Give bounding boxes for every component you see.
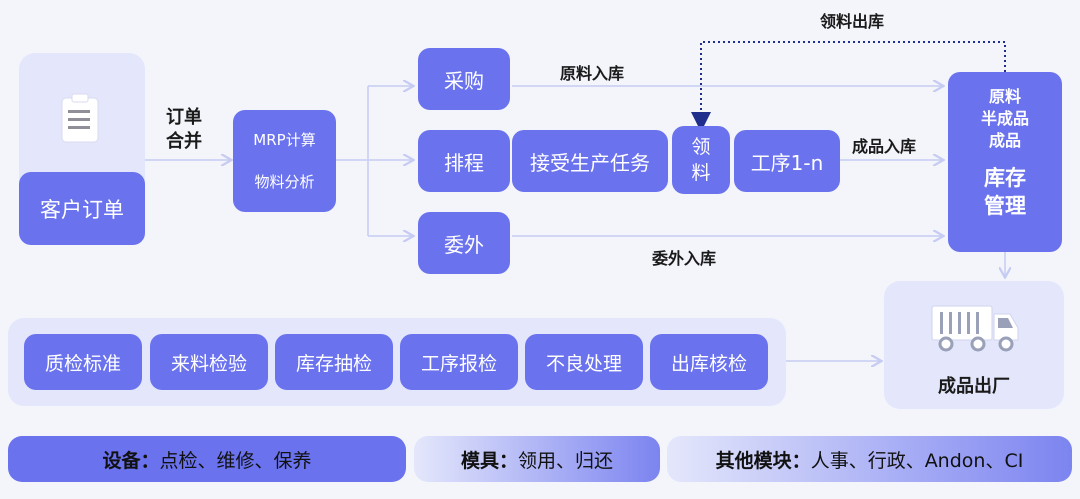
material-out-label: 领料出库: [820, 12, 885, 31]
process-box: 工序1-n: [734, 130, 840, 192]
other-modules-bar: 其他模块：人事、行政、Andon、CI: [667, 436, 1072, 482]
incoming-inspection-box: 来料检验: [150, 334, 268, 390]
mrp-box: MRP计算 物料分析: [233, 110, 336, 212]
outsource-in-label: 委外入库: [652, 249, 717, 268]
pick-material-box: 领 料: [672, 126, 730, 194]
inventory-box: 原料 半成品 成品 库存 管理: [948, 72, 1062, 252]
raw-in-label: 原料入库: [560, 64, 625, 83]
dotted-material-out: [691, 41, 1006, 132]
material-analysis-label: 物料分析: [254, 173, 315, 191]
customer-order-box: 客户订单: [19, 172, 145, 245]
outbound-check-box: 出库核检: [650, 334, 768, 390]
equipment-bar: 设备：点检、维修、保养: [8, 436, 406, 482]
order-merge-label: 订单 合并: [166, 107, 202, 152]
truck-icon: [930, 300, 1022, 356]
shipping-label: 成品出厂: [938, 376, 1010, 397]
qc-standard-box: 质检标准: [24, 334, 142, 390]
inventory-sampling-box: 库存抽检: [275, 334, 393, 390]
schedule-box: 排程: [418, 130, 510, 192]
outsource-box: 委外: [418, 212, 510, 274]
mold-bar: 模具：领用、归还: [414, 436, 660, 482]
receive-task-box: 接受生产任务: [512, 130, 668, 192]
finished-in-label: 成品入库: [852, 137, 917, 156]
process-inspection-box: 工序报检: [400, 334, 518, 390]
mrp-calc-label: MRP计算: [253, 131, 316, 149]
document-icon: [58, 92, 102, 144]
purchase-box: 采购: [418, 48, 510, 110]
customer-order-label: 客户订单: [40, 197, 124, 222]
defect-handling-box: 不良处理: [525, 334, 643, 390]
